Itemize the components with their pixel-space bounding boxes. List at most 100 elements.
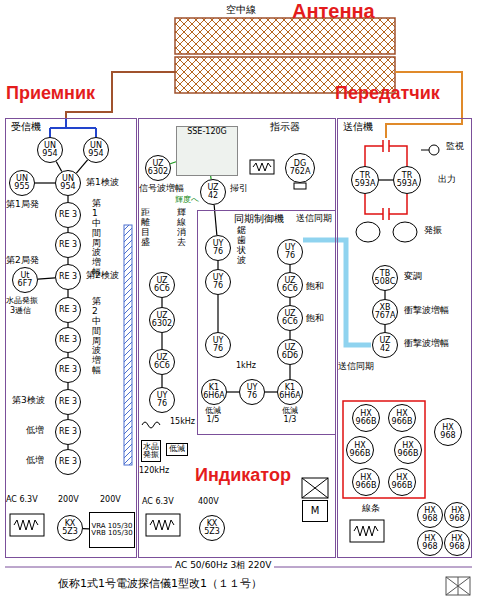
component-label: RE 3 — [56, 398, 80, 406]
component-label: UY 76 — [150, 392, 174, 409]
vacuum-tube: UZ 6302 — [149, 307, 175, 333]
component-box: 低減 — [166, 443, 188, 456]
component-label: KX 5Z3 — [58, 520, 82, 537]
vacuum-tube: UN 954 — [37, 137, 63, 163]
vacuum-tube: UZ 42 — [372, 332, 398, 358]
function-label: 空中線 — [226, 4, 256, 15]
signal-wire — [217, 261, 218, 269]
feed-line — [50, 72, 462, 138]
component-label: RE 3 — [56, 428, 80, 436]
function-label: 輝度へ — [175, 196, 199, 205]
signal-wire — [76, 160, 87, 173]
component-label: HX 966B — [347, 442, 373, 459]
function-label: 低減 1/5 — [199, 407, 227, 425]
meter-box — [250, 160, 274, 174]
vacuum-tube: HX 966B — [352, 468, 380, 496]
vacuum-tube: RE 3 — [55, 264, 81, 290]
function-label: 第2局発 — [6, 256, 39, 266]
meter-box — [294, 183, 306, 189]
component-label: UZ 6C6 — [278, 310, 302, 327]
component-label: UZ 6C6 — [278, 277, 302, 294]
vertical-note: 第2中間周波増幅 — [92, 297, 101, 376]
vacuum-tube: UY 76 — [239, 379, 265, 405]
vacuum-tube: HX 968 — [417, 502, 443, 528]
function-label: 400V — [198, 498, 219, 507]
tank-circuit — [365, 140, 407, 166]
function-label: 15kHz — [170, 418, 195, 427]
component-label: HX 966B — [353, 410, 379, 427]
vacuum-tube: RE 3 — [55, 419, 81, 445]
component-label: SSE-120G — [177, 128, 237, 136]
signal-wire — [35, 182, 55, 183]
power-transformer — [14, 520, 38, 530]
vacuum-tube: K1 6H6A — [277, 379, 303, 405]
vacuum-tube: HX 968 — [444, 530, 470, 556]
component-label: HX 966B — [353, 474, 379, 491]
vacuum-tube: DG 762A — [285, 153, 315, 183]
vacuum-tube: UN 955 — [9, 170, 35, 196]
vacuum-tube: UY 76 — [277, 239, 303, 265]
component-label: RE 3 — [56, 273, 80, 281]
component-label: HX 968 — [445, 507, 469, 524]
function-label: AC 6.3V — [6, 496, 38, 505]
panel-heading: 受信機 — [10, 121, 42, 133]
signal-wire — [56, 161, 62, 171]
signal-wire — [161, 375, 162, 387]
vacuum-tube: UZ 42 — [200, 179, 226, 205]
component-box: 水晶発振 — [141, 440, 161, 462]
component-label: VRA 105/30 VRB 105/30 — [90, 523, 134, 538]
component-label: HX 968 — [445, 535, 469, 552]
vacuum-tube: UZ 6C6 — [277, 272, 303, 298]
monitor-lamp — [421, 150, 429, 151]
section-title: Индикатор — [195, 466, 291, 486]
component-label: UZ 42 — [373, 337, 397, 354]
power-transformer — [146, 514, 180, 536]
cooling-fan — [302, 478, 328, 498]
component-label: TR 593A — [394, 172, 420, 189]
signal-wire — [265, 391, 277, 392]
function-label: 第1検波 — [86, 178, 119, 188]
vacuum-tube: HX 966B — [346, 436, 374, 464]
component-label: M — [303, 506, 327, 517]
component-label: RE 3 — [56, 306, 80, 314]
component-label: HX 968 — [418, 507, 442, 524]
vacuum-tube: HX 966B — [394, 436, 422, 464]
vertical-note: 輝線消去 — [177, 208, 186, 248]
component-label: 水晶発振 — [142, 443, 160, 460]
function-label: 1kHz — [236, 362, 256, 371]
cooling-fan — [302, 478, 328, 498]
component-label: UZ 6C6 — [150, 354, 174, 371]
component-label: UY 76 — [206, 274, 230, 291]
function-label: 送信同期 — [338, 362, 374, 372]
section-title: Антенна — [292, 0, 375, 22]
component-label: RE 3 — [56, 366, 80, 374]
heater-bus — [343, 401, 425, 498]
section-title: Передатчик — [335, 84, 440, 104]
function-label: 信号波増幅 — [139, 184, 184, 194]
signal-wire — [289, 365, 290, 379]
function-label: 衝撃波増幅 — [404, 339, 449, 349]
component-label: UZ 6302 — [146, 160, 170, 177]
panel-heading: 送信機 — [342, 121, 374, 133]
component-label: UZ 6C6 — [150, 277, 174, 294]
function-label: 線条 — [362, 504, 380, 514]
vacuum-tube: UZ 6C6 — [277, 305, 303, 331]
component-label: UN 954 — [84, 142, 108, 159]
component-label: KX 5Z3 — [200, 520, 224, 537]
component-label: UY 76 — [206, 240, 230, 257]
signal-wire — [38, 278, 55, 279]
function-label: 飽和 — [306, 314, 324, 324]
component-label: UN 955 — [10, 175, 34, 192]
sine-wave — [142, 422, 160, 428]
component-label: HX 966B — [395, 442, 421, 459]
function-label: 低増 — [26, 456, 44, 466]
vacuum-tube: HX 966B — [352, 404, 380, 432]
function-label: 衝撃波増幅 — [404, 306, 449, 316]
vacuum-tube: UZ 6C6 — [149, 349, 175, 375]
vacuum-tube: UY 76 — [205, 235, 231, 261]
signal-wire — [227, 391, 239, 392]
component-label: XB 767A — [373, 304, 397, 321]
oscillator-coil — [356, 222, 380, 242]
figure-caption: 仮称1式1号電波探信儀1型改1（１１号） — [58, 578, 262, 590]
function-label: 送信同期 — [296, 214, 332, 224]
